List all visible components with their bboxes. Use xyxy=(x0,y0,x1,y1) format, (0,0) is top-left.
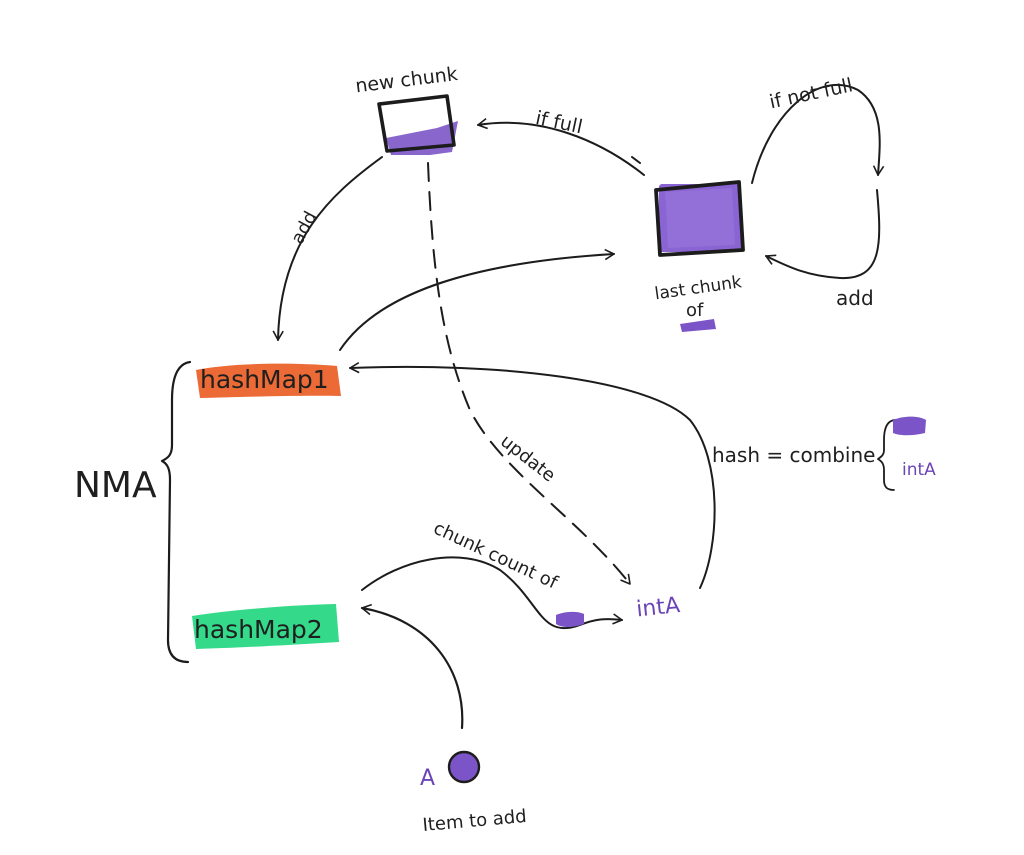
chunk-count-arrow xyxy=(361,556,623,630)
if-not-full-arrow xyxy=(751,84,885,184)
inta-label: intA xyxy=(635,593,681,622)
hashmap1-label: hashMap1 xyxy=(200,365,329,394)
item-to-hashmap2-arrow xyxy=(360,603,464,730)
hash-combine-brace xyxy=(877,419,897,491)
item-letter-label: A xyxy=(420,766,435,791)
new-chunk-box xyxy=(377,94,458,155)
hashmap1-to-last-chunk-arrow xyxy=(339,248,615,351)
if-not-full-label: if not full xyxy=(767,74,854,113)
chunk-count-purple-swatch xyxy=(556,611,584,627)
hashmap2-highlight xyxy=(192,604,339,649)
add-arrow xyxy=(272,156,383,341)
add-top-label: add xyxy=(287,208,321,248)
last-chunk-box xyxy=(654,180,745,257)
hashmap2-label: hashMap2 xyxy=(194,615,323,644)
hashmap1: hashMap1 xyxy=(196,363,341,398)
item-circle xyxy=(447,750,481,784)
if-full-label: if full xyxy=(534,107,585,138)
nma-label: NMA xyxy=(74,465,157,506)
add-loop-arrow xyxy=(765,189,881,280)
add-right-label: add xyxy=(836,286,874,310)
item-to-add-label: Item to add xyxy=(422,806,528,836)
new-chunk-label: new chunk xyxy=(354,63,459,97)
last-chunk-of-label: of xyxy=(686,300,704,321)
hashmap1-highlight xyxy=(196,363,341,398)
hash-combine-purple-swatch xyxy=(893,416,926,436)
update-label: update xyxy=(496,431,559,487)
update-arrow xyxy=(427,162,631,585)
nma-brace xyxy=(160,360,192,664)
hash-combine-inta-label: intA xyxy=(902,460,936,480)
last-chunk-purple-swatch xyxy=(680,319,716,332)
if-full-arrow xyxy=(477,118,645,176)
hash-combine-label: hash = combine xyxy=(712,443,875,467)
hash-combine-arrow xyxy=(349,361,716,589)
hashmap2: hashMap2 xyxy=(192,604,339,649)
chunk-count-label: chunk count of xyxy=(430,518,561,594)
